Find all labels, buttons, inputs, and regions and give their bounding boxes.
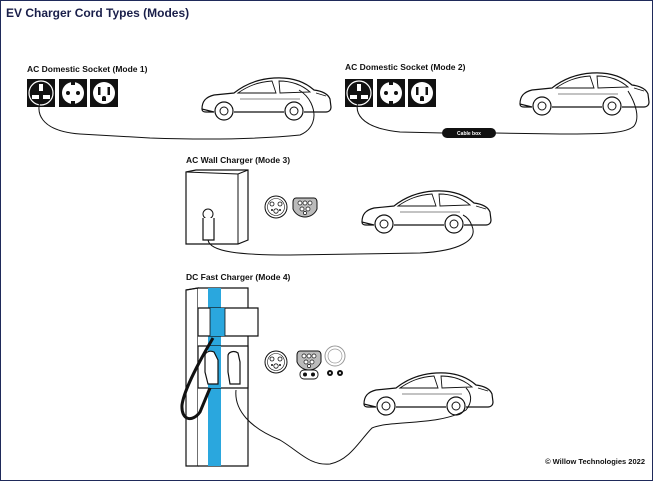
uk-socket-icon: [26, 78, 56, 108]
mode1-cable: [38, 89, 315, 140]
diagram-title: EV Charger Cord Types (Modes): [6, 6, 190, 20]
schuko-socket-icon: [59, 79, 87, 107]
mode2-group: Cable box: [344, 72, 650, 138]
chademo-connector-icon: [324, 345, 346, 376]
us-socket-icon: [90, 79, 118, 107]
mode1-label: AC Domestic Socket (Mode 1): [27, 64, 148, 74]
cable-box-label: Cable box: [457, 131, 481, 137]
copyright-text: © Willow Technologies 2022: [545, 457, 645, 466]
mode3-cable: [207, 214, 474, 256]
mode4-cable: [235, 387, 472, 465]
ccs2-connector-icon: [296, 350, 322, 380]
type2-connector-icon: [292, 197, 318, 218]
mode3-label: AC Wall Charger (Mode 3): [186, 155, 291, 165]
mode4-group: [180, 287, 494, 467]
schuko-socket-icon: [377, 79, 405, 107]
mode1-group: [26, 77, 332, 140]
dc-tethered-cable: [180, 337, 215, 421]
mode3-car-icon: [361, 190, 492, 234]
mode2-label: AC Domestic Socket (Mode 2): [345, 62, 466, 72]
mode4-label: DC Fast Charger (Mode 4): [186, 272, 291, 282]
mode4-car-icon: [363, 372, 494, 416]
mode1-car-icon: [201, 77, 332, 121]
uk-socket-icon: [344, 78, 374, 108]
us-socket-icon: [408, 79, 436, 107]
wall-charger-box: [185, 169, 249, 245]
mode3-group: [185, 169, 492, 256]
cable-box: [442, 128, 496, 138]
type1-connector-icon: [264, 195, 288, 219]
mode2-cable: [494, 90, 638, 135]
ccs1-connector-icon: [264, 350, 288, 374]
